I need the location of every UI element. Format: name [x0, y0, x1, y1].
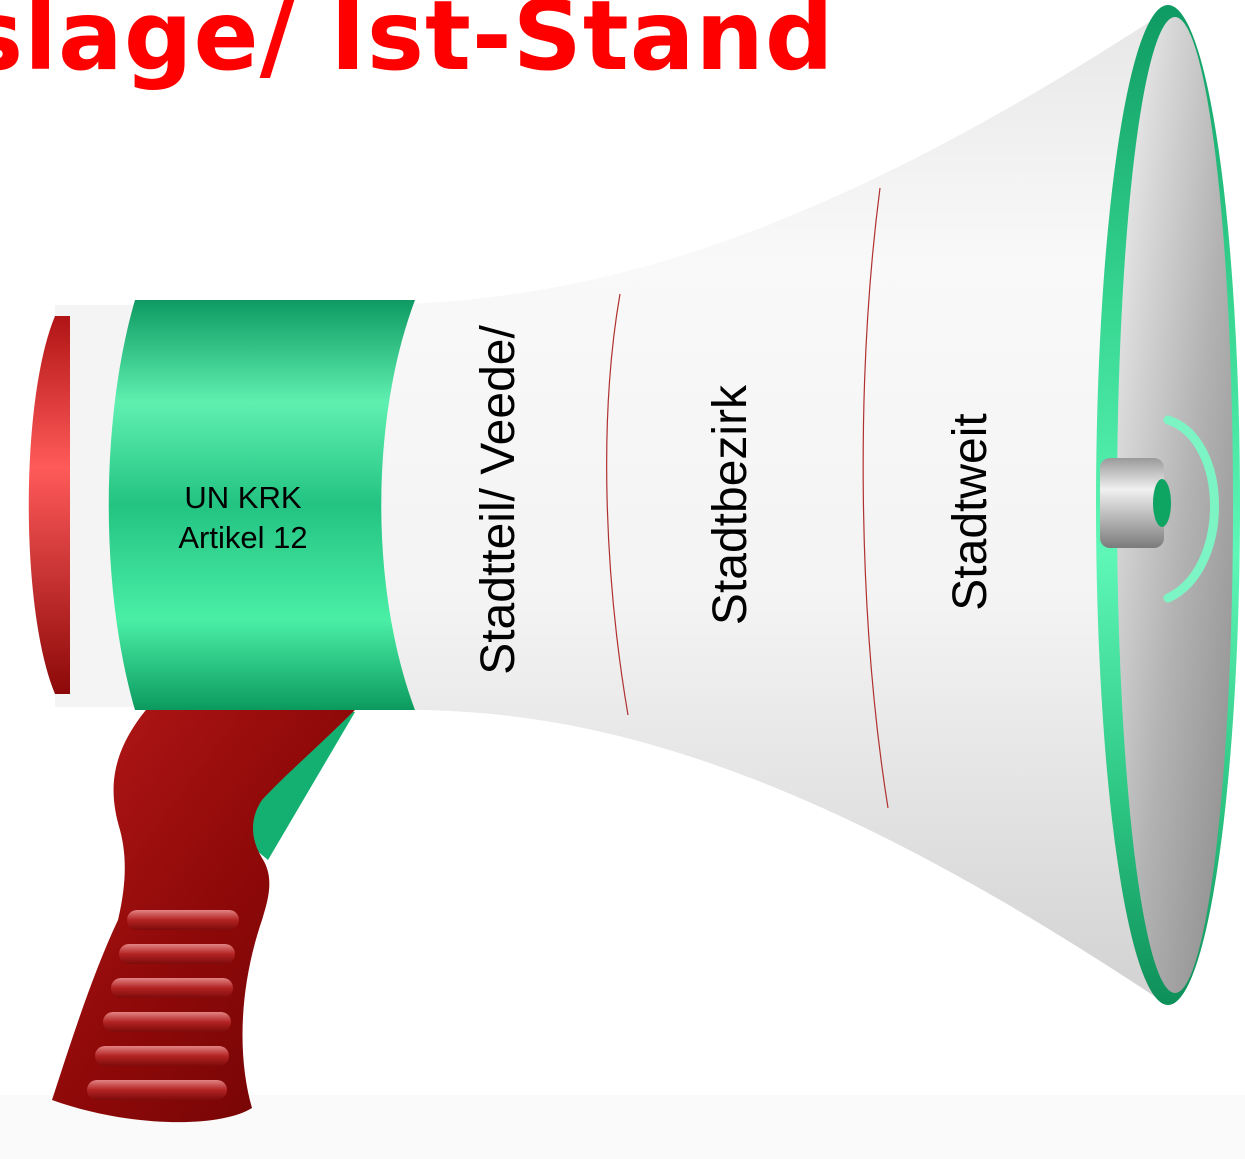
- zone-label-stadtbezirk: Stadtbezirk: [704, 384, 757, 625]
- zone-label-stadtweit: Stadtweit: [944, 413, 997, 610]
- band-label-line2: Artikel 12: [178, 520, 307, 555]
- band-label-line1: UN KRK: [184, 480, 301, 515]
- rear-cap: [29, 316, 70, 694]
- bell-mouth: [1096, 5, 1240, 1005]
- zone-label-stadtteil: Stadtteil/ Veede/: [472, 325, 525, 675]
